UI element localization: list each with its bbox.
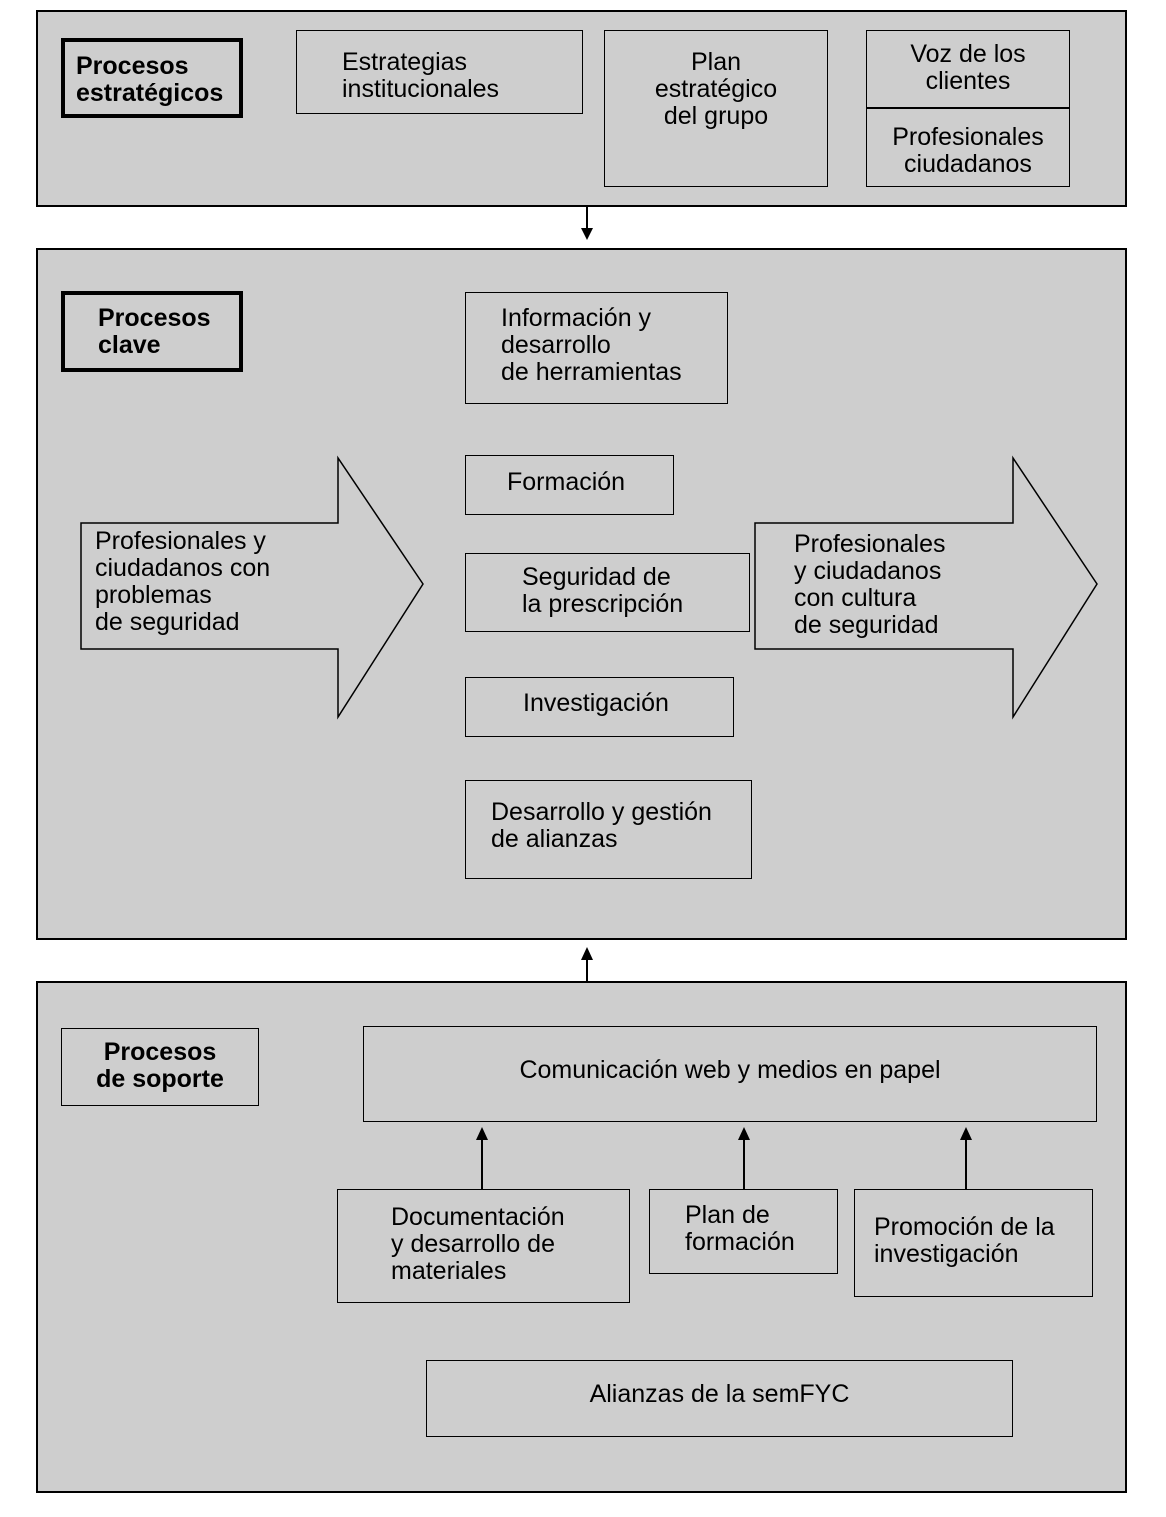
key-processes-title: Procesos clave (61, 291, 243, 372)
support-processes-panel (36, 981, 1127, 1493)
promocion-investigacion-box: Promoción de la investigación (854, 1189, 1093, 1297)
arrow-support-to-key (581, 947, 593, 981)
investigacion-box: Investigación (465, 677, 734, 737)
comunicacion-web-box: Comunicación web y medios en papel (363, 1026, 1097, 1122)
desarrollo-alianzas-box: Desarrollo y gestión de alianzas (465, 780, 752, 879)
support-processes-title: Procesos de soporte (61, 1028, 259, 1106)
alianzas-semfyc-box: Alianzas de la semFYC (426, 1360, 1013, 1437)
input-block-arrow (80, 455, 424, 720)
output-arrow-label: Profesionales y ciudadanos con cultura d… (794, 530, 946, 639)
formacion-box: Formación (465, 455, 674, 515)
strategic-processes-title: Procesos estratégicos (61, 38, 243, 118)
plan-formacion-box: Plan de formación (649, 1189, 838, 1274)
arrow-plan-formacion-to-comunicacion (738, 1127, 750, 1190)
documentacion-materiales-box: Documentación y desarrollo de materiales (337, 1189, 630, 1303)
arrow-documentacion-to-comunicacion (476, 1127, 488, 1190)
profesionales-ciudadanos-box: Profesionales ciudadanos (866, 107, 1070, 187)
output-block-arrow (754, 455, 1098, 720)
plan-estrategico-box: Plan estratégico del grupo (604, 30, 828, 187)
arrow-promocion-to-comunicacion (960, 1127, 972, 1190)
arrow-strategic-to-key (581, 207, 593, 240)
voz-clientes-box: Voz de los clientes (866, 30, 1070, 109)
estrategias-institucionales-box: Estrategias institucionales (296, 30, 583, 114)
seguridad-prescripcion-box: Seguridad de la prescripción (465, 553, 750, 632)
input-arrow-label: Profesionales y ciudadanos con problemas… (95, 527, 271, 636)
informacion-herramientas-box: Información y desarrollo de herramientas (465, 292, 728, 404)
